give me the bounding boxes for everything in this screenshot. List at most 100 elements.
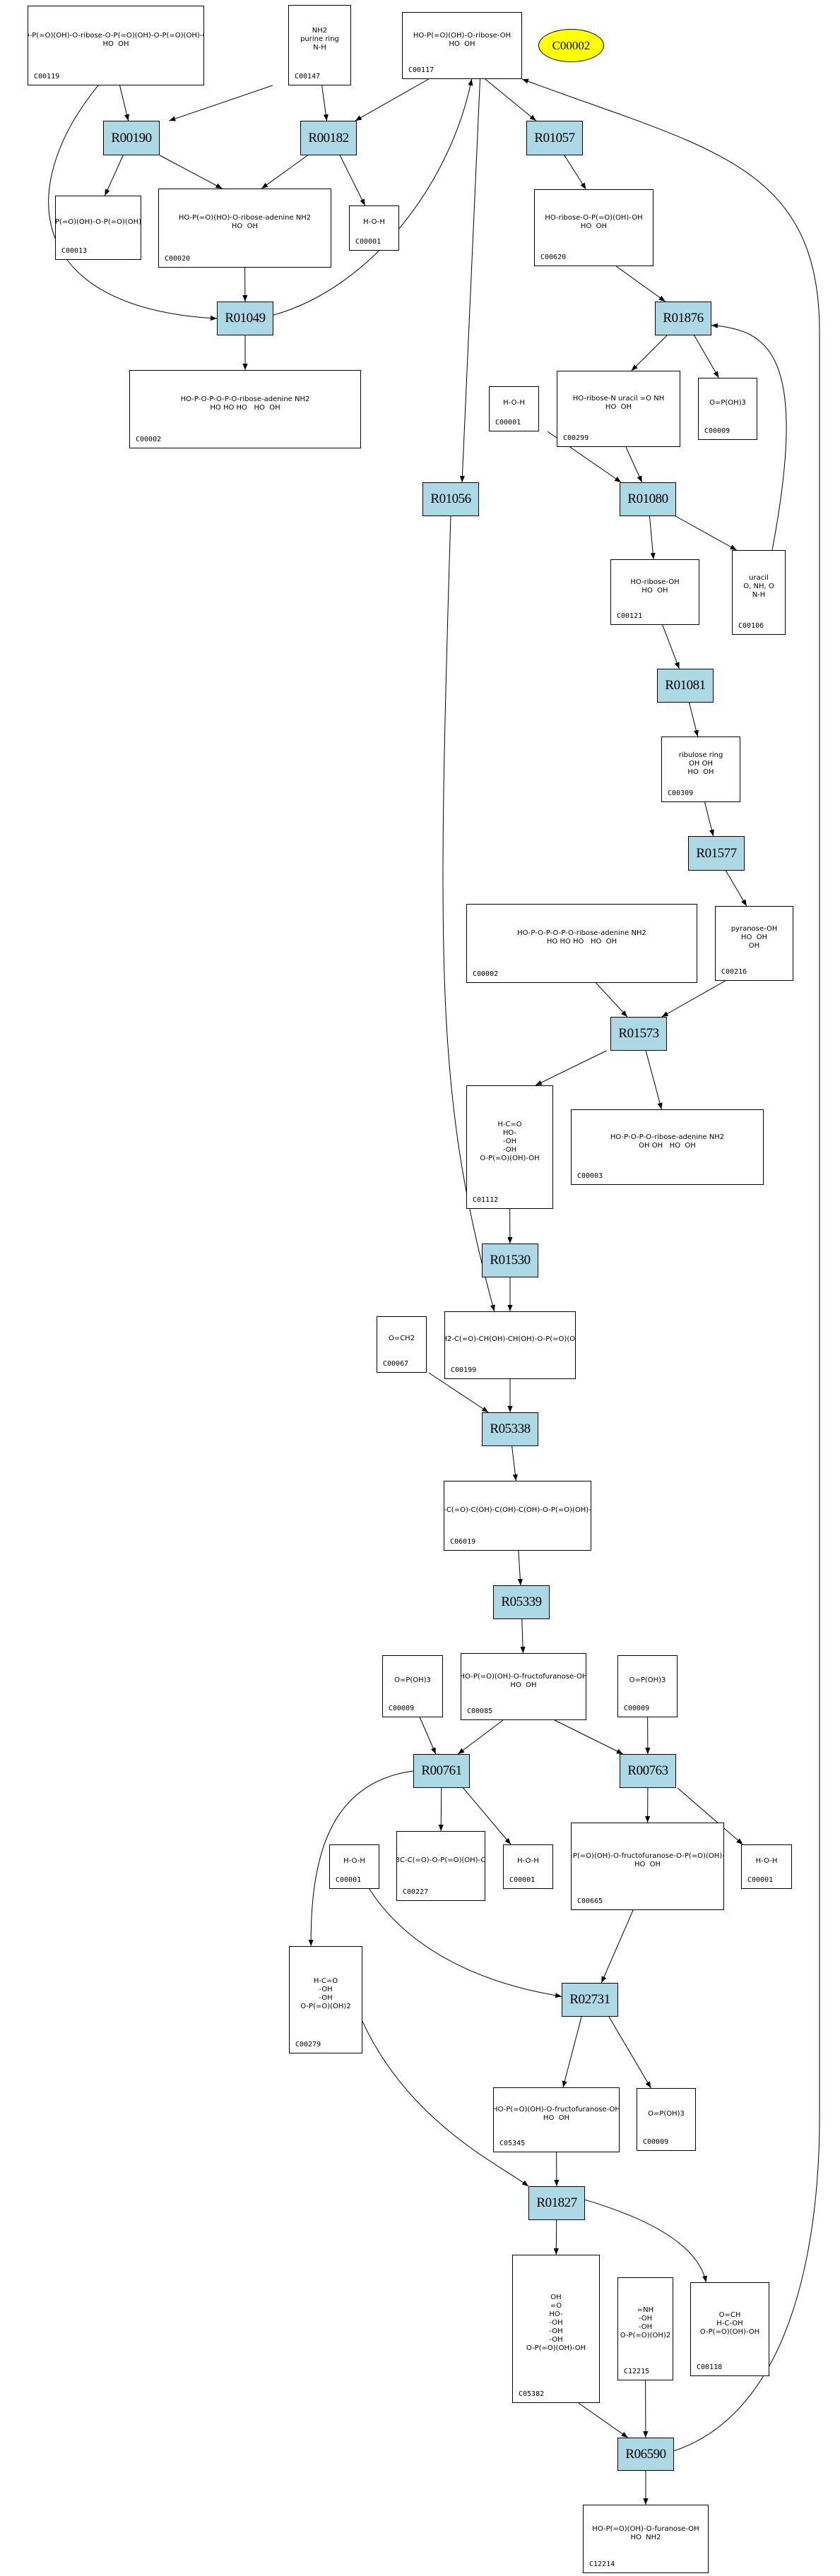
edge-R00190-to-c00020 (159, 155, 223, 189)
edge-R01049-to-c00117 (273, 78, 473, 316)
compound-id: C00001 (509, 1876, 536, 1884)
molecule-structure: O=P(OH)3 (709, 399, 746, 407)
reaction-label: R00761 (421, 1763, 462, 1778)
compound-id: C00117 (408, 66, 434, 74)
reaction-R00761[interactable]: R00761 (413, 1754, 470, 1788)
reaction-R01530[interactable]: R01530 (482, 1244, 538, 1277)
edge-R01577-to-c00216 (725, 870, 747, 907)
edge-c06019-to-R05339 (517, 1550, 523, 1586)
molecule-structure: H-O-H (363, 218, 385, 226)
molecule-structure: H-C=O HO- -OH -OH O-P(=O)(OH)-OH (480, 1120, 540, 1162)
reaction-label: R05338 (490, 1421, 531, 1436)
reaction-R01056[interactable]: R01056 (422, 482, 479, 516)
compound-id: C00009 (389, 1705, 415, 1712)
reaction-label: R01827 (536, 2195, 577, 2210)
molecule-structure: ribulose ring OH OH HO OH (678, 751, 723, 776)
compound-C00002[interactable]: HO-P-O-P-O-P-O-ribose-adenine NH2 HO HO … (466, 904, 697, 983)
reaction-R05338[interactable]: R05338 (482, 1412, 538, 1446)
compound-id: C00013 (61, 247, 88, 255)
compound-id: C00279 (295, 2041, 321, 2049)
compound-C00119[interactable]: HO-P(=O)(OH)-O-ribose-O-P(=O)(OH)-O-P(=O… (28, 6, 204, 85)
molecule-structure: pyranose-OH HO OH OH (730, 925, 778, 950)
reaction-R01577[interactable]: R01577 (688, 836, 745, 871)
edge-R00761-to-c00001d (463, 1787, 511, 1845)
edge-c00279-to-R01827 (362, 2021, 529, 2187)
edge-R01056-to-c00199 (442, 515, 495, 1312)
molecule-structure: HO-P-O-P-O-P-O-ribose-adenine NH2 HO HO … (180, 395, 310, 412)
reaction-label: R05339 (501, 1594, 542, 1609)
reaction-R01876[interactable]: R01876 (655, 302, 711, 335)
edge-c00119-to-R00190 (119, 85, 129, 121)
edge-c00117-to-R01056 (459, 78, 480, 483)
edge-R01827-to-c05382 (553, 2219, 559, 2255)
compound-id: C00001 (336, 1876, 362, 1884)
reaction-R00190[interactable]: R00190 (103, 121, 160, 155)
compound-id: C00067 (383, 1360, 409, 1368)
reaction-R01057[interactable]: R01057 (526, 121, 583, 155)
molecule-structure: HO-ribose-N uracil =O NH HO OH (572, 395, 665, 411)
reaction-R02731[interactable]: R02731 (562, 1983, 618, 2017)
edge-R00182-to-c00001a (339, 155, 366, 206)
reaction-label: R01080 (627, 491, 668, 506)
compound-C00199[interactable]: HO-CH2-C(=O)-CH(OH)-CH(OH)-O-P(=O)(OH)-O… (444, 1311, 576, 1379)
molecule-structure: HO-CH2-C(=O)-CH(OH)-CH(OH)-O-P(=O)(OH)-O… (445, 1335, 576, 1343)
reaction-R01827[interactable]: R01827 (528, 2186, 585, 2220)
compound-C00003[interactable]: HO-P-O-P-O-ribose-adenine NH2 OH OH HO O… (571, 1109, 764, 1185)
compound-C00001[interactable]: H-O-H C00001 (741, 1844, 792, 1889)
molecule-structure: H-C=O -OH -OH O-P(=O)(OH)2 (300, 1977, 351, 2010)
molecule-structure: H-O-H (755, 1856, 778, 1865)
compound-C00013[interactable]: HO-P(=O)(OH)-O-P(=O)(OH)-OH C00013 (55, 196, 141, 260)
reaction-R01081[interactable]: R01081 (657, 669, 714, 703)
reaction-R06590[interactable]: R06590 (617, 2438, 674, 2471)
compound-id: C12215 (624, 2368, 650, 2375)
reaction-R01573[interactable]: R01573 (610, 1017, 667, 1051)
compound-id: C00001 (747, 1876, 774, 1884)
reaction-R00763[interactable]: R00763 (620, 1754, 676, 1788)
compound-id: C00020 (165, 255, 191, 263)
molecule-structure: HO-P(=O)(OH)-O-P(=O)(OH)-OH (55, 217, 141, 226)
edge-c00121-to-R01081 (662, 624, 680, 669)
compound-C00227[interactable]: H3C-C(=O)-O-P(=O)(OH)-OHC00227 (396, 1831, 485, 1901)
target-compound-C00002[interactable]: C00002 (538, 29, 604, 62)
edge-c00009b-to-R00761 (419, 1717, 437, 1755)
compound-C00002[interactable]: HO-P-O-P-O-P-O-ribose-adenine NH2 HO HO … (129, 370, 361, 448)
reaction-label: R01577 (696, 845, 737, 861)
molecule-structure: HO-C(=O)-C(OH)-C(OH)-C(OH)-O-P(=O)(OH)-O… (444, 1505, 591, 1514)
molecule-structure: HO-P(=O)(OH)-O-fructofuranose-O-P(=O)(OH… (571, 1852, 723, 1868)
molecule-structure: O=P(OH)3 (394, 1676, 431, 1684)
compound-C00665[interactable]: HO-P(=O)(OH)-O-fructofuranose-O-P(=O)(OH… (571, 1823, 724, 1910)
reaction-R00182[interactable]: R00182 (300, 121, 357, 155)
reaction-R05339[interactable]: R05339 (493, 1585, 550, 1619)
compound-C06019[interactable]: HO-C(=O)-C(OH)-C(OH)-C(OH)-O-P(=O)(OH)-O… (444, 1481, 591, 1551)
reaction-R01080[interactable]: R01080 (620, 482, 676, 516)
compound-id: C06019 (450, 1538, 476, 1546)
compound-id: C00001 (495, 419, 521, 427)
reaction-R01049[interactable]: R01049 (217, 302, 273, 335)
